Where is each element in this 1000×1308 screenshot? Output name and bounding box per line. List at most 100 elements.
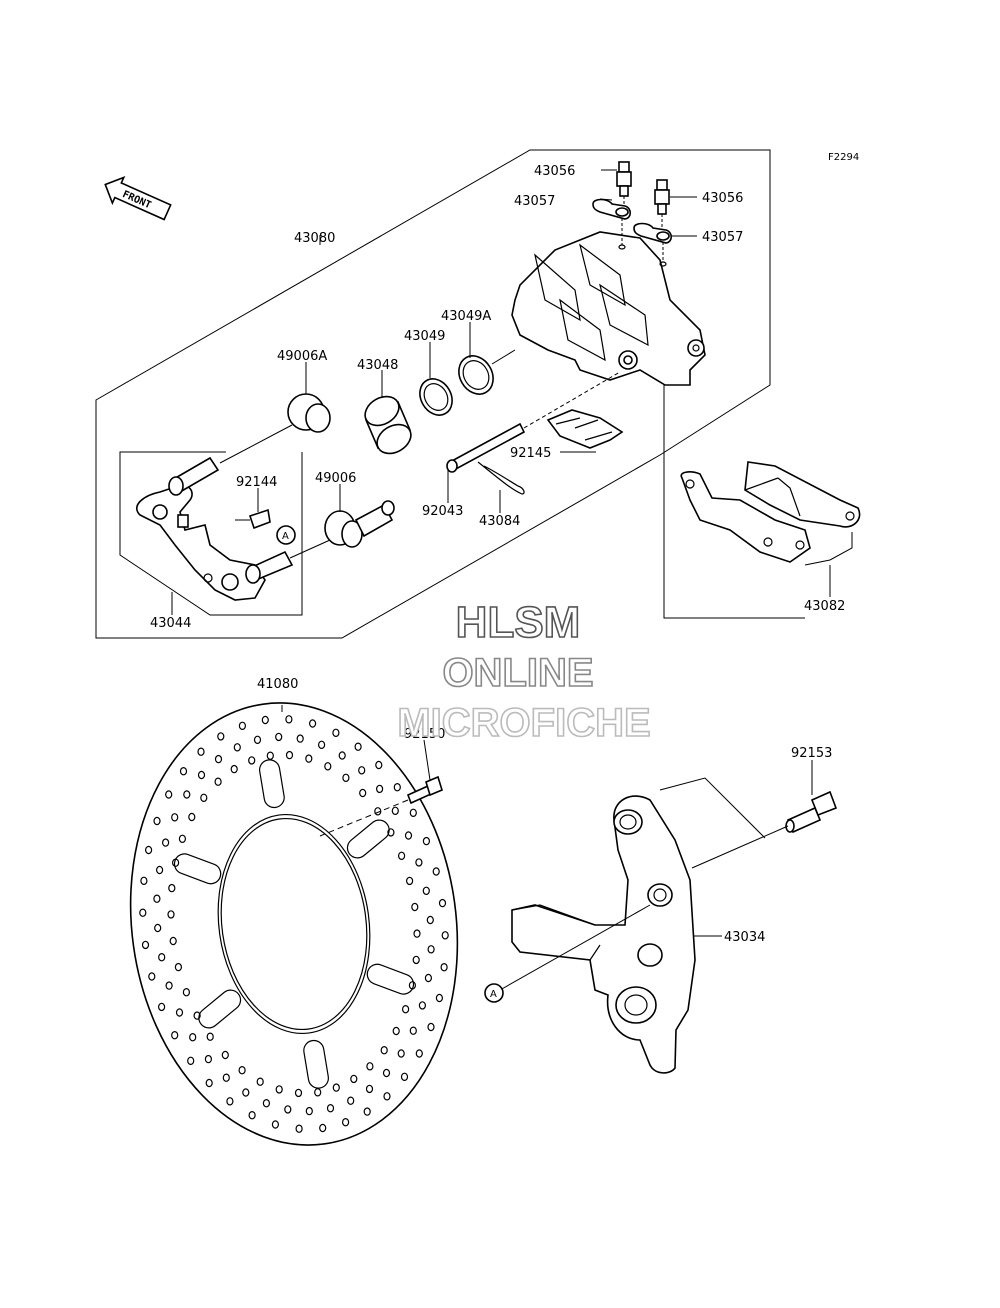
disc-hole (188, 812, 196, 822)
disc-hole (435, 993, 443, 1003)
callout-a-lower: A (484, 904, 651, 1003)
disc-hole (262, 1098, 270, 1108)
disc-hole (418, 1001, 426, 1010)
disc-hole (248, 756, 256, 765)
label-43057-a: 43057 (514, 194, 555, 209)
disc-hole (354, 742, 362, 751)
disc-hole (359, 788, 367, 798)
label-43057-b: 43057 (702, 230, 743, 245)
disc-holes (139, 715, 449, 1133)
disc-slot (259, 759, 285, 809)
disc-hole (441, 931, 449, 940)
disc-slots (173, 759, 415, 1089)
disc-hole (305, 1106, 313, 1116)
callout-letter-lower: A (490, 989, 497, 1000)
brake-pads-43082 (680, 461, 861, 566)
disc-hole (200, 793, 208, 803)
disc-hole (326, 1103, 335, 1113)
disc-hole (363, 1107, 371, 1116)
disc-hole (141, 940, 150, 950)
disc-hole (342, 1117, 350, 1127)
disc-hole (318, 740, 326, 750)
disc-hole (261, 715, 269, 725)
disc-hole (197, 770, 206, 780)
disc-hole (296, 734, 304, 743)
disc-hole (275, 732, 283, 742)
disc-hole (409, 808, 417, 818)
bleeder-valve-2 (654, 179, 670, 228)
label-41080: 41080 (257, 677, 298, 692)
disc-hole (412, 955, 420, 965)
disc-hole (233, 743, 241, 752)
disc-hole (197, 747, 205, 756)
disc-hole (347, 1096, 355, 1105)
disc-hole (148, 972, 156, 981)
disc-hole (382, 1068, 391, 1078)
disc-hole (179, 767, 188, 776)
label-92145: 92145 (510, 446, 551, 461)
label-49006: 49006 (315, 471, 356, 486)
caliper-body (511, 231, 706, 386)
disc-hole (158, 953, 166, 962)
disc-slot (198, 989, 242, 1029)
disc-hole (174, 962, 182, 972)
disc-hole (376, 784, 384, 794)
callout-letter: A (282, 531, 289, 542)
watermark-line-2: ONLINE (442, 651, 593, 695)
disc-hole (217, 732, 225, 741)
disc-hole (366, 1062, 374, 1071)
boot-49006A (219, 393, 331, 464)
piston-seal-43049A (458, 355, 494, 395)
boot-49006 (324, 500, 395, 548)
pad-pin-92043 (446, 371, 621, 473)
label-43049A: 43049A (441, 309, 491, 324)
disc-hole (432, 867, 440, 876)
disc-hole (168, 883, 176, 893)
disc-hole (438, 898, 447, 908)
disc-hole (222, 1073, 230, 1082)
disc-slot (346, 819, 390, 859)
label-43084: 43084 (479, 514, 520, 529)
callout-a-upper: A (276, 525, 296, 545)
disc-hole (175, 1008, 184, 1017)
disc-hole (242, 1088, 250, 1097)
disc-hole (332, 728, 340, 738)
bleeder-valve-1 (616, 161, 632, 212)
piston-seal-43049 (419, 378, 453, 416)
disc-hole (392, 1026, 400, 1036)
disc-hole (424, 973, 432, 983)
disc-hole (440, 963, 448, 972)
disc-hole (426, 915, 434, 925)
disc-hole (140, 876, 148, 886)
disc-hole (165, 790, 173, 799)
label-92043: 92043 (422, 504, 463, 519)
disc-hole (338, 751, 346, 760)
disc-hole (427, 1022, 435, 1032)
disc-slot (303, 1039, 329, 1089)
disc-hole (187, 1056, 195, 1066)
disc-hole (422, 836, 430, 846)
disc-hole (156, 865, 164, 875)
label-92150: 92150 (404, 727, 445, 742)
shim-92144 (235, 508, 271, 530)
brake-pad-outline (663, 345, 805, 619)
disc-hole (295, 1124, 303, 1133)
disc-hole (404, 831, 413, 840)
watermark-line-1: HLSM (456, 598, 581, 647)
disc-hole (182, 988, 190, 997)
disc-hole (365, 1084, 374, 1094)
disc-hole (204, 1054, 212, 1064)
disc-hole (422, 886, 430, 896)
disc-hole (167, 910, 175, 919)
disc-hole (162, 838, 170, 847)
caliper-mount-43034 (511, 777, 789, 1074)
label-43082: 43082 (804, 599, 845, 614)
figure-code: F2294 (828, 152, 859, 163)
label-43049: 43049 (404, 329, 445, 344)
label-43034: 43034 (724, 930, 765, 945)
watermark-line-3: MICROFICHE (397, 701, 650, 745)
disc-hole (189, 1032, 197, 1042)
label-43056-b: 43056 (702, 191, 743, 206)
disc-hole (214, 777, 222, 786)
disc-hole (153, 894, 161, 903)
